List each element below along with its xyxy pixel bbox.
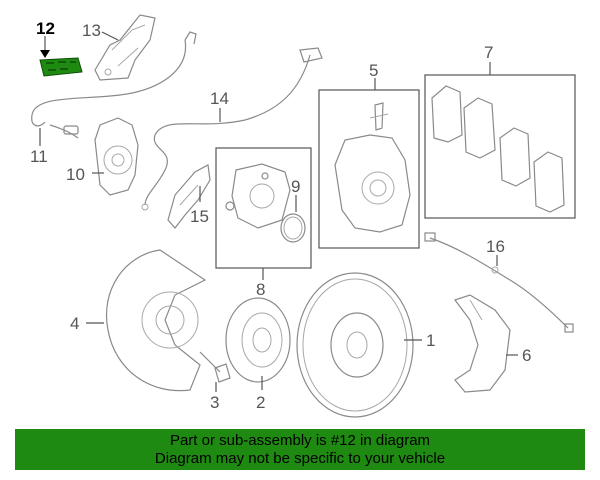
part-11-sensor-cable[interactable] — [31, 31, 197, 139]
part-9-seal-ring[interactable] — [280, 213, 306, 243]
part-12-highlighted-sensor[interactable] — [39, 57, 83, 77]
kit-box-5 — [318, 89, 420, 249]
part-1-brake-rotor[interactable] — [296, 272, 414, 418]
part-13-sensor-bracket[interactable] — [94, 14, 156, 81]
info-banner: Part or sub-assembly is #12 in diagram D… — [15, 429, 585, 470]
callout-5: 5 — [369, 61, 378, 80]
brake-parts-diagram: 12 13 11 10 14 15 — [30, 14, 576, 418]
part-15-bracket[interactable] — [167, 164, 211, 229]
part-8-caliper-housing[interactable] — [225, 163, 291, 229]
part-10-sensor-holder[interactable] — [94, 117, 139, 196]
callout-11: 11 — [30, 147, 48, 166]
callout-14: 14 — [210, 89, 229, 108]
banner-line-1: Part or sub-assembly is #12 in diagram — [169, 432, 431, 449]
leader-13 — [101, 31, 119, 41]
part-3-hub-bolt[interactable] — [199, 351, 231, 383]
callout-10: 10 — [66, 165, 85, 184]
callout-16: 16 — [486, 237, 505, 256]
part-4-dust-shield[interactable] — [106, 249, 207, 392]
part-14-sensor-wire[interactable] — [141, 47, 323, 211]
part-2-wheel-hub[interactable] — [225, 297, 291, 383]
part-6-caliper-bracket[interactable] — [454, 294, 511, 393]
callout-3: 3 — [210, 393, 219, 412]
part-7-brake-pads[interactable] — [431, 85, 565, 213]
callout-2: 2 — [256, 393, 265, 412]
part-5-brake-caliper[interactable] — [334, 102, 411, 233]
callout-1: 1 — [426, 331, 435, 350]
callout-15: 15 — [190, 207, 209, 226]
callout-4: 4 — [70, 314, 79, 333]
callout-6: 6 — [522, 346, 531, 365]
part-16-brake-hose[interactable] — [424, 232, 574, 333]
callout-8: 8 — [256, 280, 265, 299]
callout-9: 9 — [291, 177, 300, 196]
callout-7: 7 — [484, 43, 493, 62]
banner-line-2: Diagram may not be specific to your vehi… — [154, 450, 446, 467]
callout-12: 12 — [36, 19, 55, 38]
callout-13: 13 — [82, 21, 101, 40]
arrow-12 — [40, 50, 50, 58]
